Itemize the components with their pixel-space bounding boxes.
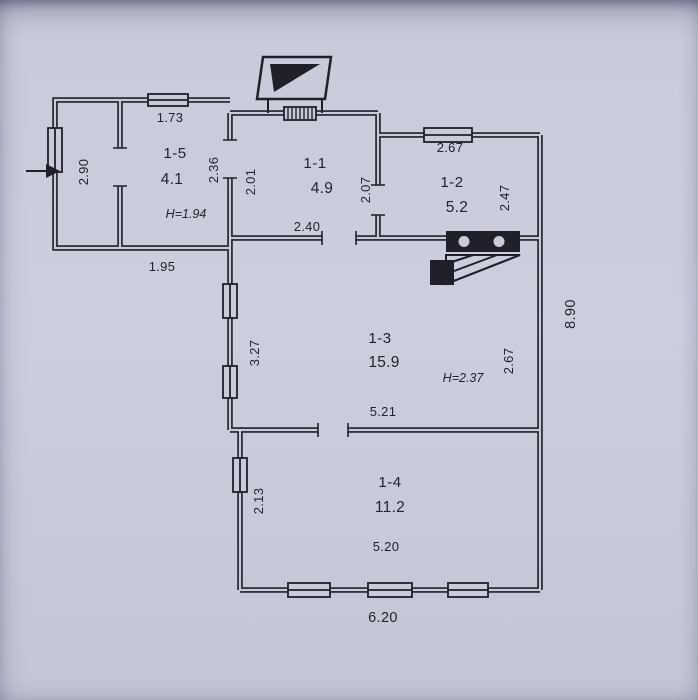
dim-r13-left: 3.27 bbox=[247, 340, 262, 367]
dim-r12-top: 2.67 bbox=[437, 140, 464, 155]
window bbox=[222, 283, 238, 319]
dim-r14-left: 2.13 bbox=[251, 488, 266, 515]
room-1-1-area: 4.9 bbox=[311, 180, 333, 197]
window bbox=[222, 365, 238, 399]
room-1-4-id: 1-4 bbox=[378, 474, 401, 491]
dim-wing-bottom: 1.95 bbox=[149, 259, 176, 274]
room-1-4-area: 11.2 bbox=[375, 499, 405, 516]
dim-total-bottom: 6.20 bbox=[368, 610, 398, 626]
dim-r14-bottom: 5.20 bbox=[373, 539, 400, 554]
walls bbox=[55, 100, 540, 590]
window bbox=[147, 93, 189, 107]
room-1-2-area: 5.2 bbox=[446, 199, 468, 216]
dim-r12-right: 2.47 bbox=[497, 185, 512, 212]
window bbox=[367, 582, 413, 598]
window bbox=[287, 582, 331, 598]
window bbox=[423, 127, 473, 143]
dim-total-right: 8.90 bbox=[563, 299, 579, 329]
dim-r13-bottom: 5.21 bbox=[370, 404, 397, 419]
room-1-3-height: H=2.37 bbox=[443, 371, 485, 385]
dim-r11-left: 2.01 bbox=[243, 169, 258, 196]
dim-wing-top: 1.73 bbox=[157, 110, 184, 125]
dim-r11-bottom: 2.40 bbox=[294, 219, 321, 234]
stove-symbol bbox=[430, 231, 521, 286]
vent-grille bbox=[283, 106, 317, 121]
room-1-5-area: 4.1 bbox=[161, 171, 183, 188]
window bbox=[447, 582, 489, 598]
room-1-1-id: 1-1 bbox=[303, 155, 326, 172]
room-1-2-id: 1-2 bbox=[440, 174, 463, 191]
dim-porch-left: 2.90 bbox=[76, 159, 91, 186]
door-jamb-ticks bbox=[113, 139, 385, 437]
windows bbox=[47, 93, 489, 598]
dim-wing-right: 2.36 bbox=[206, 157, 221, 184]
room-1-5-id: 1-5 bbox=[163, 145, 186, 162]
window bbox=[47, 127, 63, 173]
room-1-5-height: H=1.94 bbox=[166, 207, 207, 221]
dim-r13-right: 2.67 bbox=[501, 348, 516, 375]
dim-r11-right: 2.07 bbox=[358, 177, 373, 204]
window bbox=[232, 457, 248, 493]
room-1-3-id: 1-3 bbox=[368, 330, 391, 347]
room-1-3-area: 15.9 bbox=[368, 354, 399, 371]
chimney-symbol bbox=[255, 55, 333, 113]
entrance-arrow-icon bbox=[26, 164, 60, 178]
